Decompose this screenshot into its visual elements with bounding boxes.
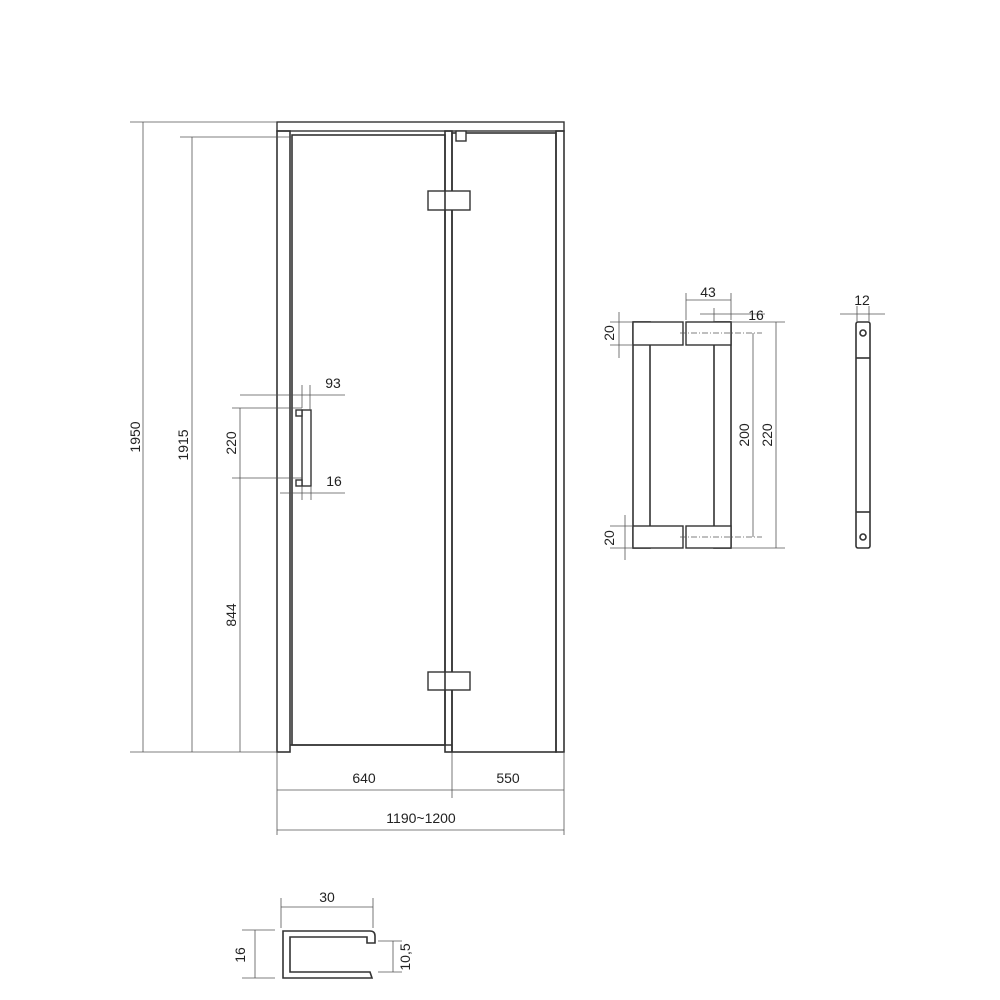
handle-side-view — [840, 306, 885, 549]
top-bracket — [455, 130, 467, 142]
dim-height-inner: 1915 — [175, 429, 191, 460]
dimension-lines-main — [130, 121, 565, 835]
door-glass — [291, 134, 446, 746]
dim-handle-height: 844 — [223, 603, 239, 627]
dim-bottom-cap: 20 — [601, 530, 617, 546]
dim-profile-inner-height: 10,5 — [397, 943, 413, 970]
dim-fixed-panel-width: 550 — [496, 770, 520, 786]
handle-bar-left — [632, 321, 651, 549]
top-rail — [276, 121, 565, 132]
wall-profile-section — [242, 898, 402, 979]
dim-handle-depth-detail: 43 — [700, 284, 716, 300]
left-wall-profile — [276, 130, 291, 753]
hinge-bottom — [427, 671, 471, 691]
door-handle — [301, 409, 312, 487]
dim-handle-bar-width: 16 — [748, 307, 764, 323]
dim-handle-offset: 93 — [325, 375, 341, 391]
dim-door-width: 640 — [352, 770, 376, 786]
dim-height-total: 1950 — [127, 421, 143, 452]
dim-handle-side-width: 12 — [854, 292, 870, 308]
dim-total-width: 1190~1200 — [386, 810, 456, 826]
dim-handle-length: 220 — [223, 431, 239, 455]
hinge-post — [444, 130, 453, 753]
dim-profile-width: 30 — [319, 889, 335, 905]
hinge-top — [427, 190, 471, 211]
right-wall-profile — [555, 130, 565, 753]
dim-handle-spacing: 200 — [736, 423, 752, 447]
handle-bar-right — [713, 321, 732, 549]
dim-handle-length-detail: 220 — [759, 423, 775, 447]
dim-top-cap: 20 — [601, 325, 617, 341]
fixed-glass-panel — [451, 132, 557, 753]
dim-profile-height: 16 — [232, 947, 248, 963]
shower-enclosure-front-view — [276, 121, 565, 753]
dim-handle-depth: 16 — [326, 473, 342, 489]
handle-detail-view — [610, 293, 785, 560]
